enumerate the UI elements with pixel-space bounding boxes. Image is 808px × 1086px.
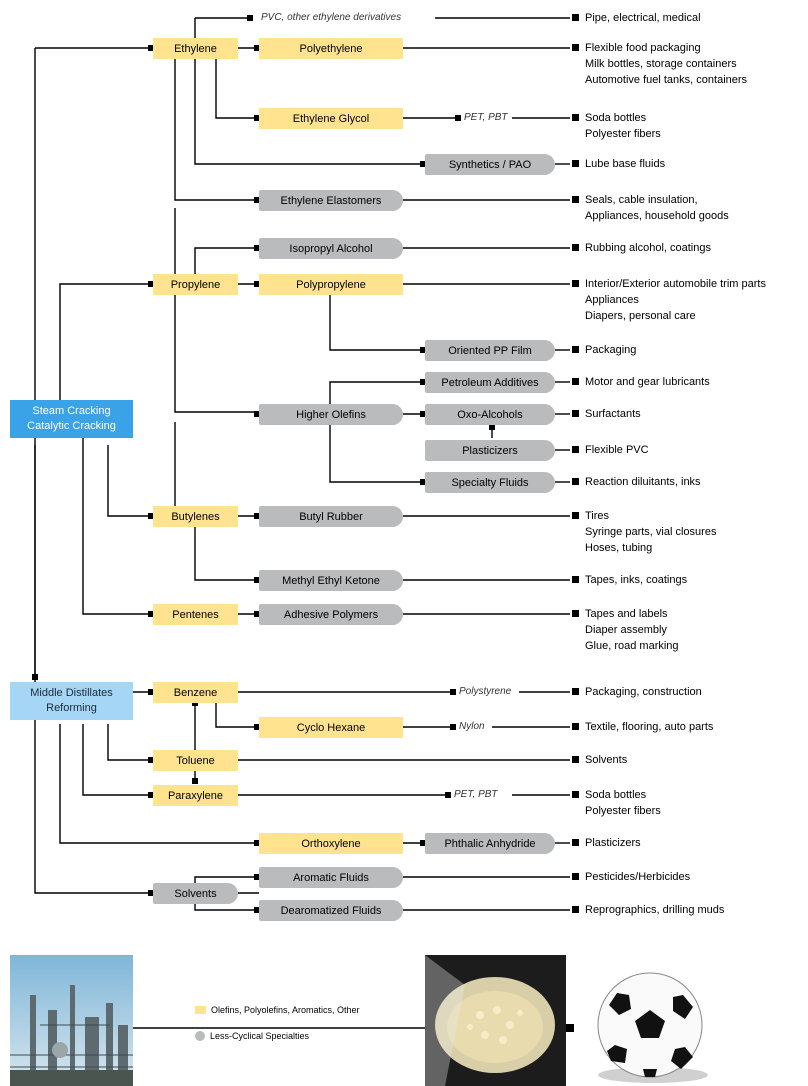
node-synthetics-pao: Synthetics / PAO xyxy=(425,154,555,175)
node-propylene: Propylene xyxy=(153,274,238,295)
end-use-motor: Motor and gear lubricants xyxy=(585,376,710,388)
end-use-flexible-pvc: Flexible PVC xyxy=(585,444,649,456)
end-use-seals: Seals, cable insulation,Appliances, hous… xyxy=(585,194,729,222)
end-use-reaction: Reaction diluitants, inks xyxy=(585,476,701,488)
node-paraxylene: Paraxylene xyxy=(153,785,238,806)
node-phthalic-anhydride: Phthalic Anhydride xyxy=(425,833,555,854)
node-oxo-alcohols: Oxo-Alcohols xyxy=(425,404,555,425)
label-polystyrene: Polystyrene xyxy=(456,685,515,699)
end-use-packaging-construction: Packaging, construction xyxy=(585,686,702,698)
node-polyethylene: Polyethylene xyxy=(259,38,403,59)
end-use-plasticizers: Plasticizers xyxy=(585,837,641,849)
node-ethylene: Ethylene xyxy=(153,38,238,59)
pellets-photo xyxy=(425,955,566,1086)
node-orthoxylene: Orthoxylene xyxy=(259,833,403,854)
node-toluene: Toluene xyxy=(153,750,238,771)
end-use-rubbing: Rubbing alcohol, coatings xyxy=(585,242,711,254)
node-butylenes: Butylenes xyxy=(153,506,238,527)
refinery-photo xyxy=(10,955,133,1086)
label-nylon: Nylon xyxy=(456,720,488,734)
source-middle-distillates: Middle Distillates Reforming xyxy=(10,682,133,720)
label-pvc: PVC, other ethylene derivatives xyxy=(258,11,405,25)
node-specialty-fluids: Specialty Fluids xyxy=(425,472,555,493)
node-higher-olefins: Higher Olefins xyxy=(259,404,403,425)
legend-specialty: Less-Cyclical Specialties xyxy=(195,1031,309,1041)
node-pentenes: Pentenes xyxy=(153,604,238,625)
end-use-tapes-inks: Tapes, inks, coatings xyxy=(585,574,688,586)
legend-yellow-swatch xyxy=(195,1006,206,1014)
end-use-pesticides: Pesticides/Herbicides xyxy=(585,871,691,883)
node-methyl-ethyl-ketone: Methyl Ethyl Ketone xyxy=(259,570,403,591)
node-oriented-pp-film: Oriented PP Film xyxy=(425,340,555,361)
node-ethylene-elastomers: Ethylene Elastomers xyxy=(259,190,403,211)
node-aromatic-fluids: Aromatic Fluids xyxy=(259,867,403,888)
end-use-packaging: Packaging xyxy=(585,344,637,356)
node-petroleum-additives: Petroleum Additives xyxy=(425,372,555,393)
node-benzene: Benzene xyxy=(153,682,238,703)
legend-gray-swatch xyxy=(195,1031,205,1041)
node-isopropyl-alcohol: Isopropyl Alcohol xyxy=(259,238,403,259)
node-butyl-rubber: Butyl Rubber xyxy=(259,506,403,527)
end-use-textile: Textile, flooring, auto parts xyxy=(585,721,714,733)
node-solvents: Solvents xyxy=(153,883,238,904)
soccer-ball-image xyxy=(585,965,715,1086)
end-use-reprographics: Reprographics, drilling muds xyxy=(585,904,725,916)
legend-commodity: Olefins, Polyolefins, Aromatics, Other xyxy=(195,1005,360,1015)
label-pet-pbt-2: PET, PBT xyxy=(451,788,501,802)
source-steam-cracking: Steam Cracking Catalytic Cracking xyxy=(10,400,133,438)
node-plasticizers: Plasticizers xyxy=(425,440,555,461)
node-ethylene-glycol: Ethylene Glycol xyxy=(259,108,403,129)
end-use-solvents: Solvents xyxy=(585,754,628,766)
node-adhesive-polymers: Adhesive Polymers xyxy=(259,604,403,625)
node-polypropylene: Polypropylene xyxy=(259,274,403,295)
end-use-pipe: Pipe, electrical, medical xyxy=(585,12,701,24)
label-pet-pbt-1: PET, PBT xyxy=(461,111,511,125)
end-use-lube: Lube base fluids xyxy=(585,158,666,170)
node-cyclo-hexane: Cyclo Hexane xyxy=(259,717,403,738)
node-dearomatized-fluids: Dearomatized Fluids xyxy=(259,900,403,921)
end-use-surfactants: Surfactants xyxy=(585,408,641,420)
